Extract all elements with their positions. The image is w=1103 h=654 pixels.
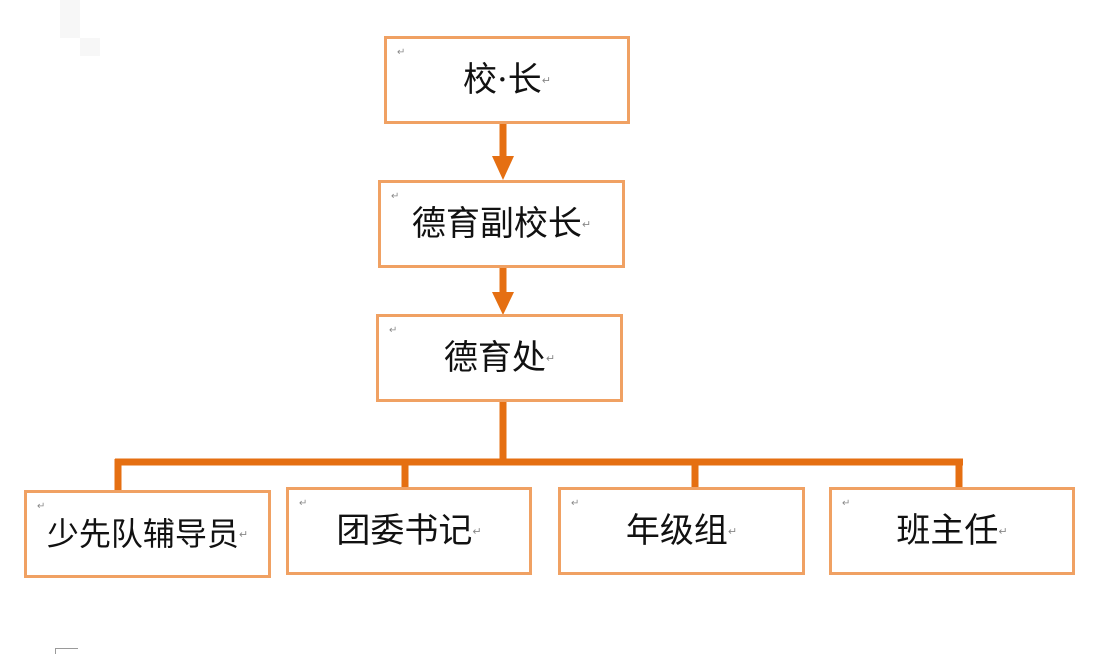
paragraph-mark-icon: ↵ [727, 524, 738, 538]
node-label-grade-group: 年级组 [625, 511, 728, 551]
paragraph-mark-icon: ↵ [545, 351, 556, 365]
paragraph-mark-icon: ↵ [842, 498, 851, 509]
paragraph-mark-icon: ↵ [571, 498, 580, 509]
node-league-secretary: ↵ 团委书记↵ [286, 487, 532, 575]
node-label-principal: 校·长 [462, 60, 542, 100]
node-label-vice-principal: 德育副校长 [411, 204, 582, 244]
node-grade-group: ↵ 年级组↵ [558, 487, 805, 575]
node-class-teacher: ↵ 班主任↵ [829, 487, 1075, 575]
node-vice-principal: ↵ 德育副校长↵ [378, 180, 625, 268]
node-pioneer-counselor: ↵ 少先队辅导员↵ [24, 490, 271, 578]
paragraph-mark-icon: ↵ [389, 325, 398, 336]
paragraph-mark-icon: ↵ [299, 498, 308, 509]
paragraph-mark-icon: ↵ [37, 501, 46, 512]
paragraph-mark-icon: ↵ [472, 524, 482, 538]
paragraph-mark-icon: ↵ [397, 47, 406, 58]
node-label-moral-office: 德育处 [443, 338, 546, 378]
node-label-class-teacher: 班主任 [896, 511, 999, 551]
paragraph-mark-icon: ↵ [391, 191, 400, 202]
paragraph-mark-icon: ↵ [238, 527, 249, 541]
arrowhead-moral-office [492, 292, 514, 315]
paragraph-mark-icon: ↵ [541, 73, 552, 87]
corner-artifact [60, 0, 100, 56]
paragraph-mark-icon: ↵ [998, 524, 1008, 538]
bottom-edge-artifact [55, 648, 78, 654]
node-principal: ↵ 校·长↵ [384, 36, 630, 124]
paragraph-mark-icon: ↵ [581, 217, 592, 231]
arrowhead-vice-principal [492, 156, 514, 180]
node-moral-office: ↵ 德育处↵ [376, 314, 623, 402]
node-label-pioneer-counselor: 少先队辅导员 [46, 515, 239, 553]
node-label-league-secretary: 团委书记 [336, 511, 473, 551]
